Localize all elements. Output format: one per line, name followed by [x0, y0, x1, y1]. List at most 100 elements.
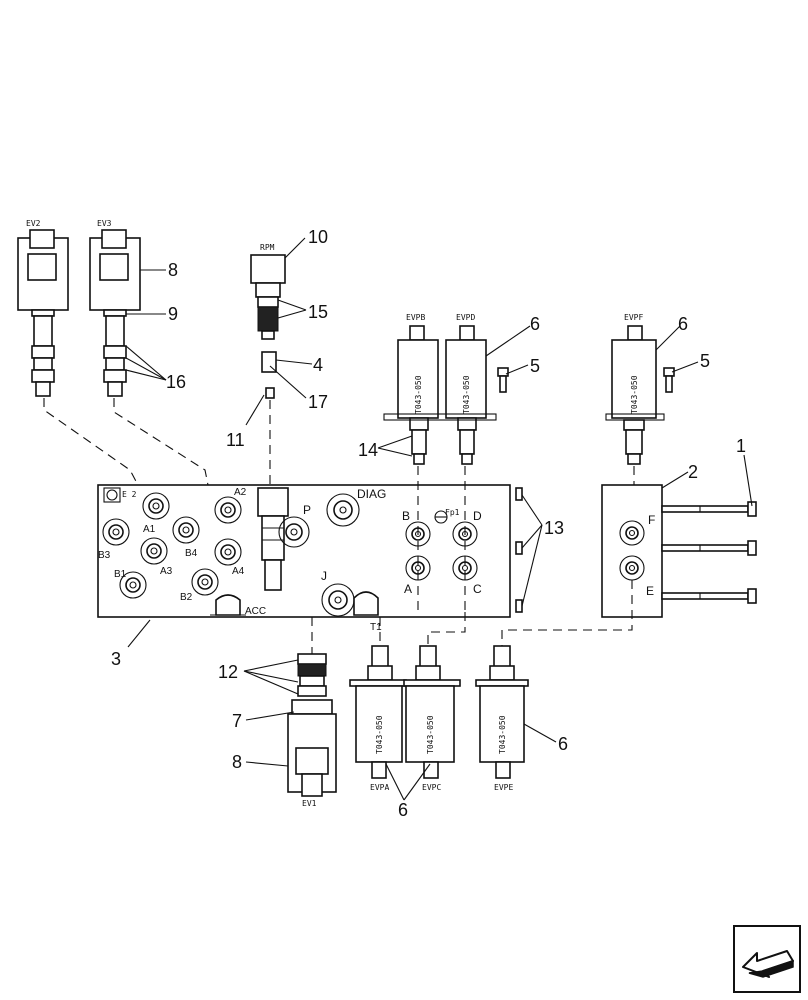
tag-evpa: EVPA — [370, 783, 389, 792]
port-label-a3: A3 — [160, 566, 173, 577]
tag-ev2: EV2 — [26, 219, 41, 228]
tag-evpb: EVPB — [406, 313, 425, 322]
callout-9: 9 — [168, 304, 178, 324]
port-label-b2: B2 — [180, 592, 193, 603]
port-label-diag: DIAG — [357, 487, 386, 501]
solenoid-evpe: T043-050 EVPE — [475, 645, 529, 792]
leader-ev2 — [43, 398, 139, 486]
tag-ev1: EV1 — [302, 799, 317, 808]
callout-13: 13 — [544, 518, 564, 538]
tag-evpe: EVPE — [494, 783, 513, 792]
callout-6b: 6 — [678, 314, 688, 334]
callout-2: 2 — [688, 462, 698, 482]
tag-evpf: EVPF — [624, 313, 643, 322]
tag-rpm: RPM — [260, 243, 275, 252]
manifold-block: E 2 A1 A2 B3 B4 A3 A4 B1 — [97, 484, 511, 633]
callout-6a: 6 — [530, 314, 540, 334]
port-b3: B3 — [98, 518, 130, 561]
port-label-a4: A4 — [232, 566, 245, 577]
screw-5b — [663, 367, 675, 393]
port-a3: A3 — [140, 537, 173, 577]
port-label-b3: B3 — [98, 550, 111, 561]
port-label-e: E — [646, 584, 654, 598]
callout-6d: 6 — [398, 800, 408, 820]
next-page-arrow-icon — [742, 950, 794, 978]
leader-evpe — [501, 580, 633, 646]
callout-7: 7 — [232, 711, 242, 731]
port-b1: B1 — [114, 569, 147, 599]
port-label-t1: T1 — [370, 622, 382, 633]
acc-plug: ACC — [210, 594, 266, 617]
solenoid-evpb: EVPB T043-050 — [397, 313, 439, 465]
coil-code-evpe: T043-050 — [498, 715, 507, 754]
callout-12: 12 — [218, 662, 238, 682]
callout-4: 4 — [313, 355, 323, 375]
port-e: E — [619, 555, 654, 598]
port-label-fp1: Fp1 — [445, 508, 460, 517]
coil-code-evpd: T043-050 — [462, 375, 471, 414]
port-label-b: B — [402, 509, 410, 523]
rpm-sensor: RPM — [250, 243, 286, 399]
port-label-a2: A2 — [234, 487, 247, 498]
port-fp1: Fp1 — [434, 508, 460, 524]
callout-14: 14 — [358, 440, 378, 460]
port-label-a: A — [404, 582, 412, 596]
port-p: P — [278, 503, 311, 548]
center-cartridge — [257, 487, 289, 591]
leader-ev3 — [113, 398, 209, 486]
coil-code-evpa: T043-050 — [375, 715, 384, 754]
callout-5a: 5 — [530, 356, 540, 376]
coil-code-evpc: T043-050 — [426, 715, 435, 754]
callout-16: 16 — [166, 372, 186, 392]
callout-1: 1 — [736, 436, 746, 456]
solenoid-ev1: EV1 — [287, 653, 337, 808]
port-label-b4: B4 — [185, 548, 198, 559]
callout-6c: 6 — [558, 734, 568, 754]
screw-5a — [497, 367, 509, 393]
port-a4: A4 — [214, 538, 245, 577]
port-label-p: P — [303, 503, 311, 517]
callout-17: 17 — [308, 392, 328, 412]
port-label-f: F — [648, 513, 655, 527]
solenoid-ev3: EV3 — [89, 219, 141, 397]
port-label-d: D — [473, 509, 482, 523]
callout-8b: 8 — [232, 752, 242, 772]
tag-evpc: EVPC — [422, 783, 441, 792]
solenoid-evpf: EVPF T043-050 — [605, 313, 665, 465]
port-label-a1: A1 — [143, 524, 156, 535]
leader-lines — [125, 237, 753, 801]
coil-code-evpb: T043-050 — [414, 375, 423, 414]
port-label-acc: ACC — [245, 606, 266, 617]
port-label-e2: E 2 — [122, 490, 137, 499]
callout-3: 3 — [111, 649, 121, 669]
port-label-b1: B1 — [114, 569, 127, 580]
tag-ev3: EV3 — [97, 219, 112, 228]
callout-10: 10 — [308, 227, 328, 247]
callout-numbers: 1 2 3 4 5 5 6 6 6 6 7 8 8 9 10 11 12 13 … — [111, 227, 746, 820]
callout-15: 15 — [308, 302, 328, 322]
port-label-j: J — [321, 569, 327, 583]
callout-11: 11 — [226, 430, 245, 450]
callout-8a: 8 — [168, 260, 178, 280]
solenoid-evpa: T043-050 EVPA — [349, 645, 407, 792]
port-a2: A2 — [214, 487, 247, 524]
tag-evpd: EVPD — [456, 313, 475, 322]
leader-evpc — [427, 612, 466, 646]
plug-j — [353, 591, 379, 616]
coil-code-evpf: T043-050 — [630, 375, 639, 414]
solenoid-ev2: EV2 — [17, 219, 69, 397]
port-label-c: C — [473, 582, 482, 596]
bolts — [661, 501, 757, 604]
port-b4: B4 — [172, 516, 200, 559]
callout-5b: 5 — [700, 351, 710, 371]
solenoid-evpc: T043-050 EVPC — [403, 645, 461, 792]
next-page-button[interactable] — [733, 925, 801, 993]
port-b2: B2 — [180, 568, 219, 603]
solenoid-evpd: EVPD T043-050 — [445, 313, 487, 465]
port-f: F — [619, 513, 655, 546]
mount-plate-evpb-evpd — [383, 413, 497, 421]
port-diag: DIAG — [326, 487, 386, 527]
port-a1: A1 — [142, 492, 170, 535]
plugs-13 — [515, 487, 523, 613]
